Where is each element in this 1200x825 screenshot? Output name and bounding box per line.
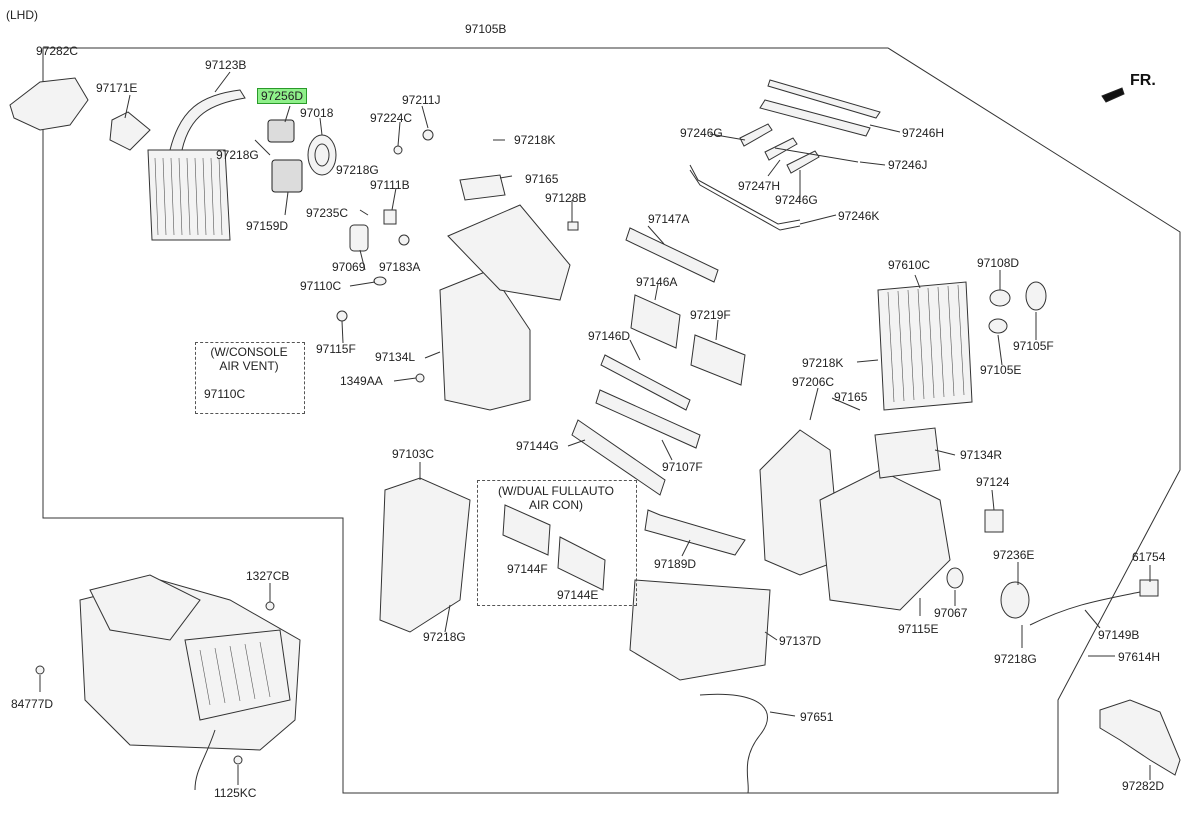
heater-core-drawing [109,89,246,241]
part-label: 97246G [775,193,818,207]
part-label: 97218G [216,148,259,162]
part-label: 97247H [738,179,781,193]
part-label: 97137D [779,634,822,648]
part-label: 97171E [96,81,138,95]
part-label: 97146A [636,275,678,289]
part-label: 97124 [976,475,1010,489]
part-label: 97144G [516,439,559,453]
part-label: 97111B [370,178,410,192]
part-label: 97610C [888,258,931,272]
part-label: 97144E [557,588,599,602]
lower-parts-drawing [379,477,771,794]
console-vent-title-2: AIR VENT) [219,359,279,373]
part-label: 97103C [392,447,435,461]
part-label: 97206C [792,375,835,389]
part-label: 97159D [246,219,289,233]
front-arrow-icon [1101,87,1125,103]
part-label: 97115F [316,342,356,356]
part-label: 97246G [680,126,723,140]
part-label: 97219F [690,308,731,322]
part-label: 97149B [1098,628,1140,642]
part-label: 97067 [934,606,968,620]
part-label: 97105E [980,363,1022,377]
part-label: 97165 [834,390,868,404]
part-label: 1327CB [246,569,290,583]
part-label: 97146D [588,329,631,343]
part-label: 84777D [11,697,54,711]
part-label: 97282D [1122,779,1165,793]
part-label: 97211J [402,93,441,107]
leader-lines [39,71,1151,785]
part-label: 97128B [545,191,587,205]
full-assembly-drawing [35,574,301,791]
console-vent-title-1: (W/CONSOLE [210,345,288,359]
part-label: 97105B [465,22,507,36]
part-label: 1349AA [340,374,383,388]
dual-auto-box [477,480,637,606]
part-label: 97218G [336,163,379,177]
small-parts-drawing [336,129,579,383]
case-right-drawing [759,427,1159,626]
case-left-drawing [439,174,571,411]
part-label: 97108D [977,256,1020,270]
dual-auto-title-1: (W/DUAL FULLAUTO [497,484,614,498]
part-label: 97018 [300,106,334,120]
part-label: 97218G [994,652,1037,666]
part-label: 97147A [648,212,690,226]
part-label: 97189D [654,557,697,571]
dual-auto-title-2: AIR CON) [529,498,583,512]
part-label: 97069 [332,260,366,274]
part-label: 97165 [525,172,559,186]
part-label: 97123B [205,58,247,72]
evaporator-drawing [877,281,1047,411]
part-label: 61754 [1132,550,1166,564]
lhd-label: (LHD) [6,8,38,22]
part-label: 97218K [514,133,556,147]
part-label-highlighted[interactable]: 97256D [257,88,308,104]
part-label: 97218K [802,356,844,370]
part-label: 97218G [423,630,466,644]
part-label: 97651 [800,710,834,724]
part-label: 97224C [370,111,413,125]
part-label: 97246J [888,158,928,172]
part-label: 97144F [507,562,548,576]
part-label: 97235C [306,206,349,220]
duct-97282d-drawing [1099,699,1181,776]
part-label: 97134R [960,448,1003,462]
assembly-boundary [42,47,1181,794]
console-vent-box [195,342,305,414]
part-label: 97246K [838,209,880,223]
part-label: 97107F [662,460,703,474]
part-label: 97282C [36,44,79,58]
part-label: 97115E [898,622,939,636]
front-direction-label: FR. [1130,72,1156,89]
part-label: 97134L [375,350,416,364]
part-label: 97246H [902,126,945,140]
part-label: 97110C [300,279,342,293]
part-label: 1125KC [214,786,257,800]
actuator-drawing [267,119,337,193]
vent-strips-drawing [502,227,746,591]
part-label: 97110C [204,387,246,401]
filter-bars-drawing [689,79,881,231]
part-label: 97614H [1118,650,1161,664]
part-label: 97183A [379,260,421,274]
part-label: 97236E [993,548,1035,562]
duct-97282c-drawing [9,77,89,131]
part-label: 97105F [1013,339,1054,353]
